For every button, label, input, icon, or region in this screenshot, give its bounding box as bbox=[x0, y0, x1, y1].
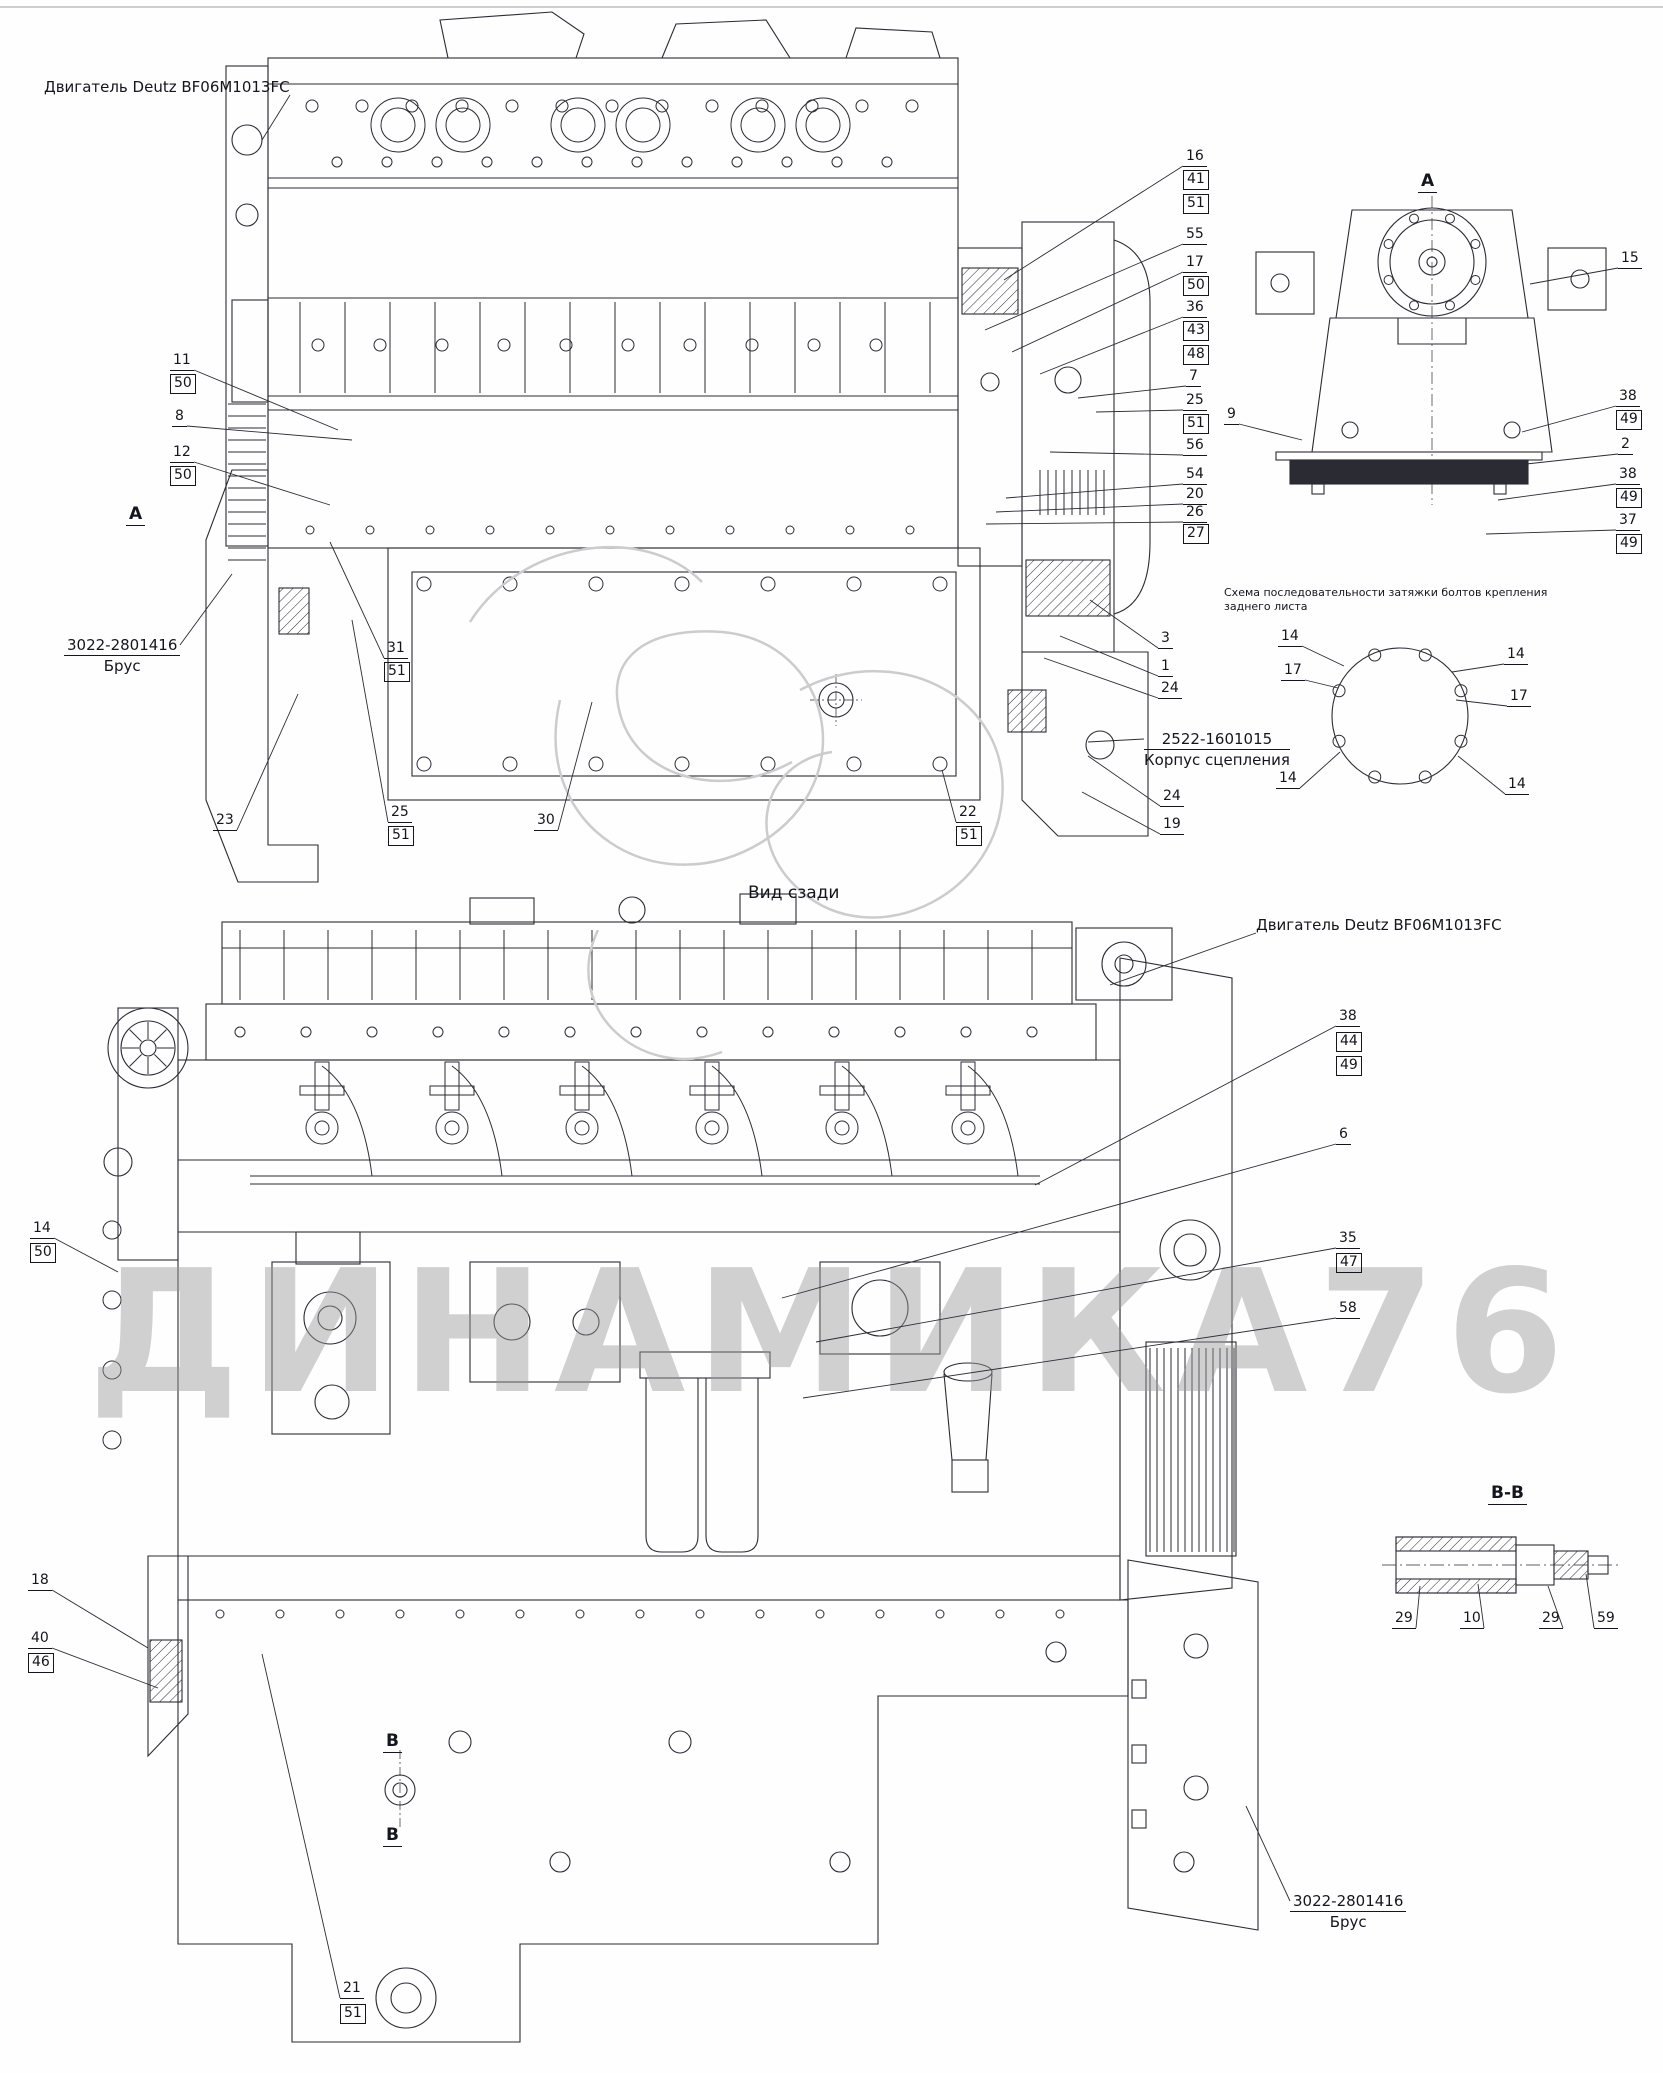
watermark-swirl bbox=[468, 545, 1004, 1061]
generated-line-art bbox=[102, 97, 1481, 1619]
static-line-art bbox=[0, 6, 1663, 2043]
